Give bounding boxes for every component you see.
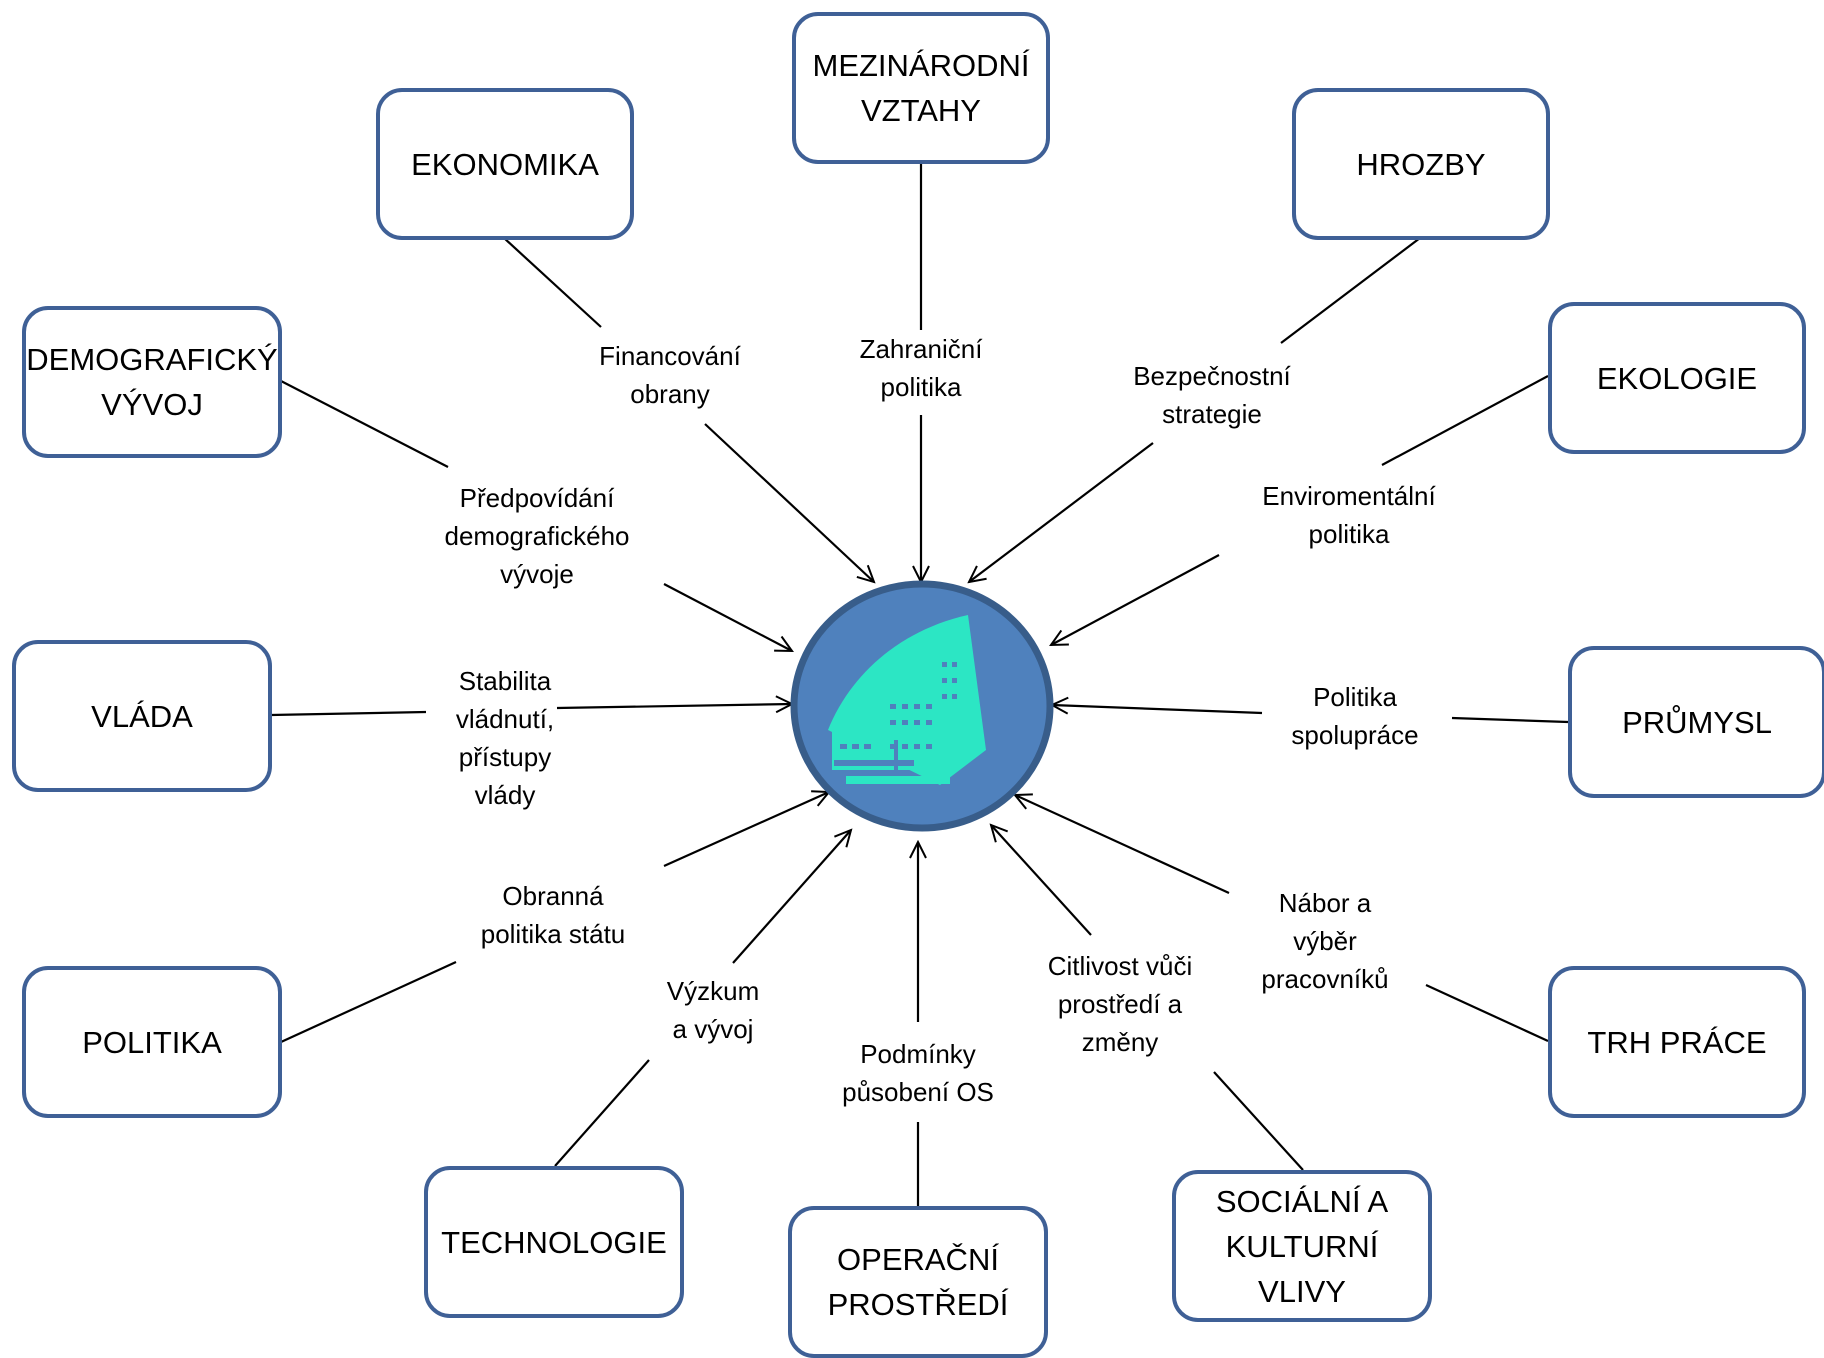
box-prumysl: PRŮMYSL [1568,646,1824,798]
label-obranna-politika-statu: Obranná politika státu [478,877,628,953]
arrow-predpovidani [663,583,792,651]
line-trh-prace [1425,984,1549,1042]
label-predpovidani-demografickeho-vyvoje: Předpovídání demografického vývoje [442,479,632,593]
line-prumysl [1451,716,1569,724]
box-demograficky-vyvoj: DEMOGRAFICKÝ VÝVOJ [22,306,282,458]
arrow-nabor [1015,795,1230,895]
line-hrozby [1280,237,1421,344]
arrow-stabilita [556,704,792,708]
box-ekonomika: EKONOMIKA [376,88,634,240]
arrow-spoluprace [1052,705,1263,713]
label-enviromentalni-politika: Enviromentální politika [1260,477,1438,553]
building-logo-icon [828,615,986,785]
label-zahranicni-politika: Zahraniční politika [857,330,985,406]
label-podminky-pusobeni-os: Podmínky působení OS [840,1035,996,1111]
box-operacni-prostredi: OPERAČNÍ PROSTŘEDÍ [788,1206,1048,1358]
line-socialni [1213,1071,1304,1171]
arrow-enviromentalni [1051,554,1220,645]
arrow-obranna [663,792,829,868]
label-citlivost-vuci-prostredi: Citlivost vůči prostředí a změny [1045,947,1195,1061]
label-politika-spoluprace: Politika spolupráce [1289,678,1421,754]
line-demograficky [280,380,449,468]
box-politika: POLITIKA [22,966,282,1118]
line-ekonomika [503,237,602,328]
line-politika [280,960,457,1044]
line-technologie [554,1059,650,1167]
box-socialni-a-kulturni-vlivy: SOCIÁLNÍ A KULTURNÍ VLIVY [1172,1170,1432,1322]
box-mezinarodni-vztahy: MEZINÁRODNÍ VZTAHY [792,12,1050,164]
arrow-citlivost [991,825,1092,936]
box-vlada: VLÁDA [12,640,272,792]
arrow-financovani [704,423,874,582]
label-stabilita-vladnuti: Stabilita vládnutí, přístupy vlády [453,662,557,814]
label-vyzkum-a-vyvoj: Výzkum a vývoj [664,972,762,1048]
box-technologie: TECHNOLOGIE [424,1166,684,1318]
label-nabor-a-vyber-pracovniku: Nábor a výběr pracovníků [1259,884,1391,998]
label-financovani-obrany: Financování obrany [597,337,743,413]
box-ekologie: EKOLOGIE [1548,302,1806,454]
box-trh-prace: TRH PRÁCE [1548,966,1806,1118]
label-bezpecnostni-strategie: Bezpečnostní strategie [1131,357,1293,433]
central-hub [790,580,1054,832]
box-hrozby: HROZBY [1292,88,1550,240]
arrow-vyzkum [732,830,851,964]
line-ekologie [1381,375,1549,466]
line-vlada [270,710,427,717]
arrow-bezpecnostni [969,442,1154,582]
